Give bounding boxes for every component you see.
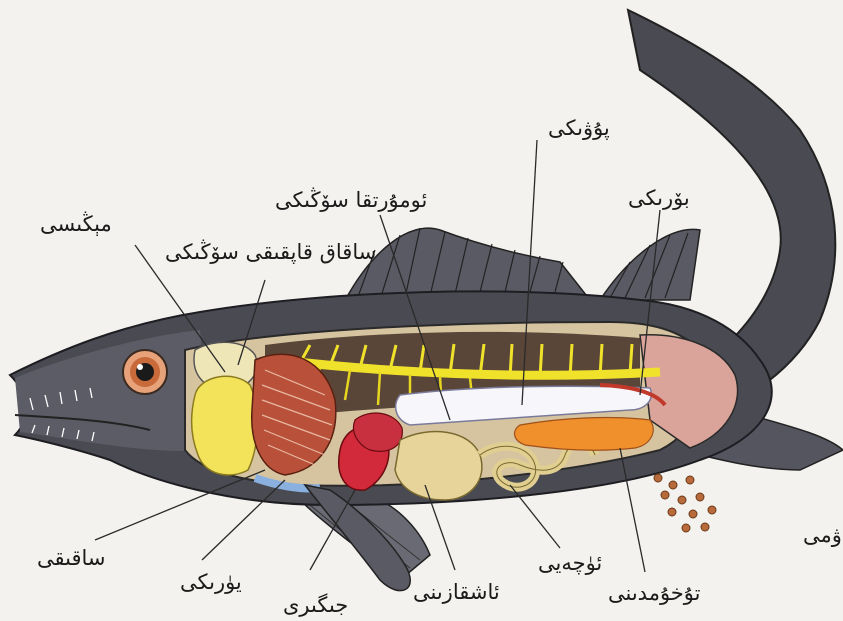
head-shading: [15, 330, 210, 451]
label-spine: ئومۇرتقا سۆڭىكى: [275, 190, 427, 211]
label-brain: مېڭىسى: [40, 214, 112, 235]
eggs: [654, 474, 716, 532]
ovary-organ: [515, 418, 654, 451]
label-gills: ساقىقى: [37, 548, 106, 569]
second-dorsal-fin: [600, 229, 700, 300]
label-kidney: بۆرىكى: [628, 188, 690, 209]
label-gill-cover-bone: ساقاق قاپقىقى سۆڭىكى: [165, 242, 376, 263]
label-stomach: ئاشقازىنى: [413, 582, 500, 603]
liver-organ: [192, 376, 258, 475]
stomach-organ: [395, 432, 482, 500]
eye: [123, 350, 167, 394]
label-eggs: ۋمى: [803, 525, 842, 546]
label-intestine: ئۈچەيى: [538, 553, 602, 574]
label-swim-bladder: پۇۋىكى: [548, 118, 610, 139]
label-heart: يۈرىكى: [180, 572, 242, 593]
label-liver: جىگىرى: [283, 595, 348, 616]
label-ovary: تۇخۇمدىنى: [608, 583, 700, 604]
